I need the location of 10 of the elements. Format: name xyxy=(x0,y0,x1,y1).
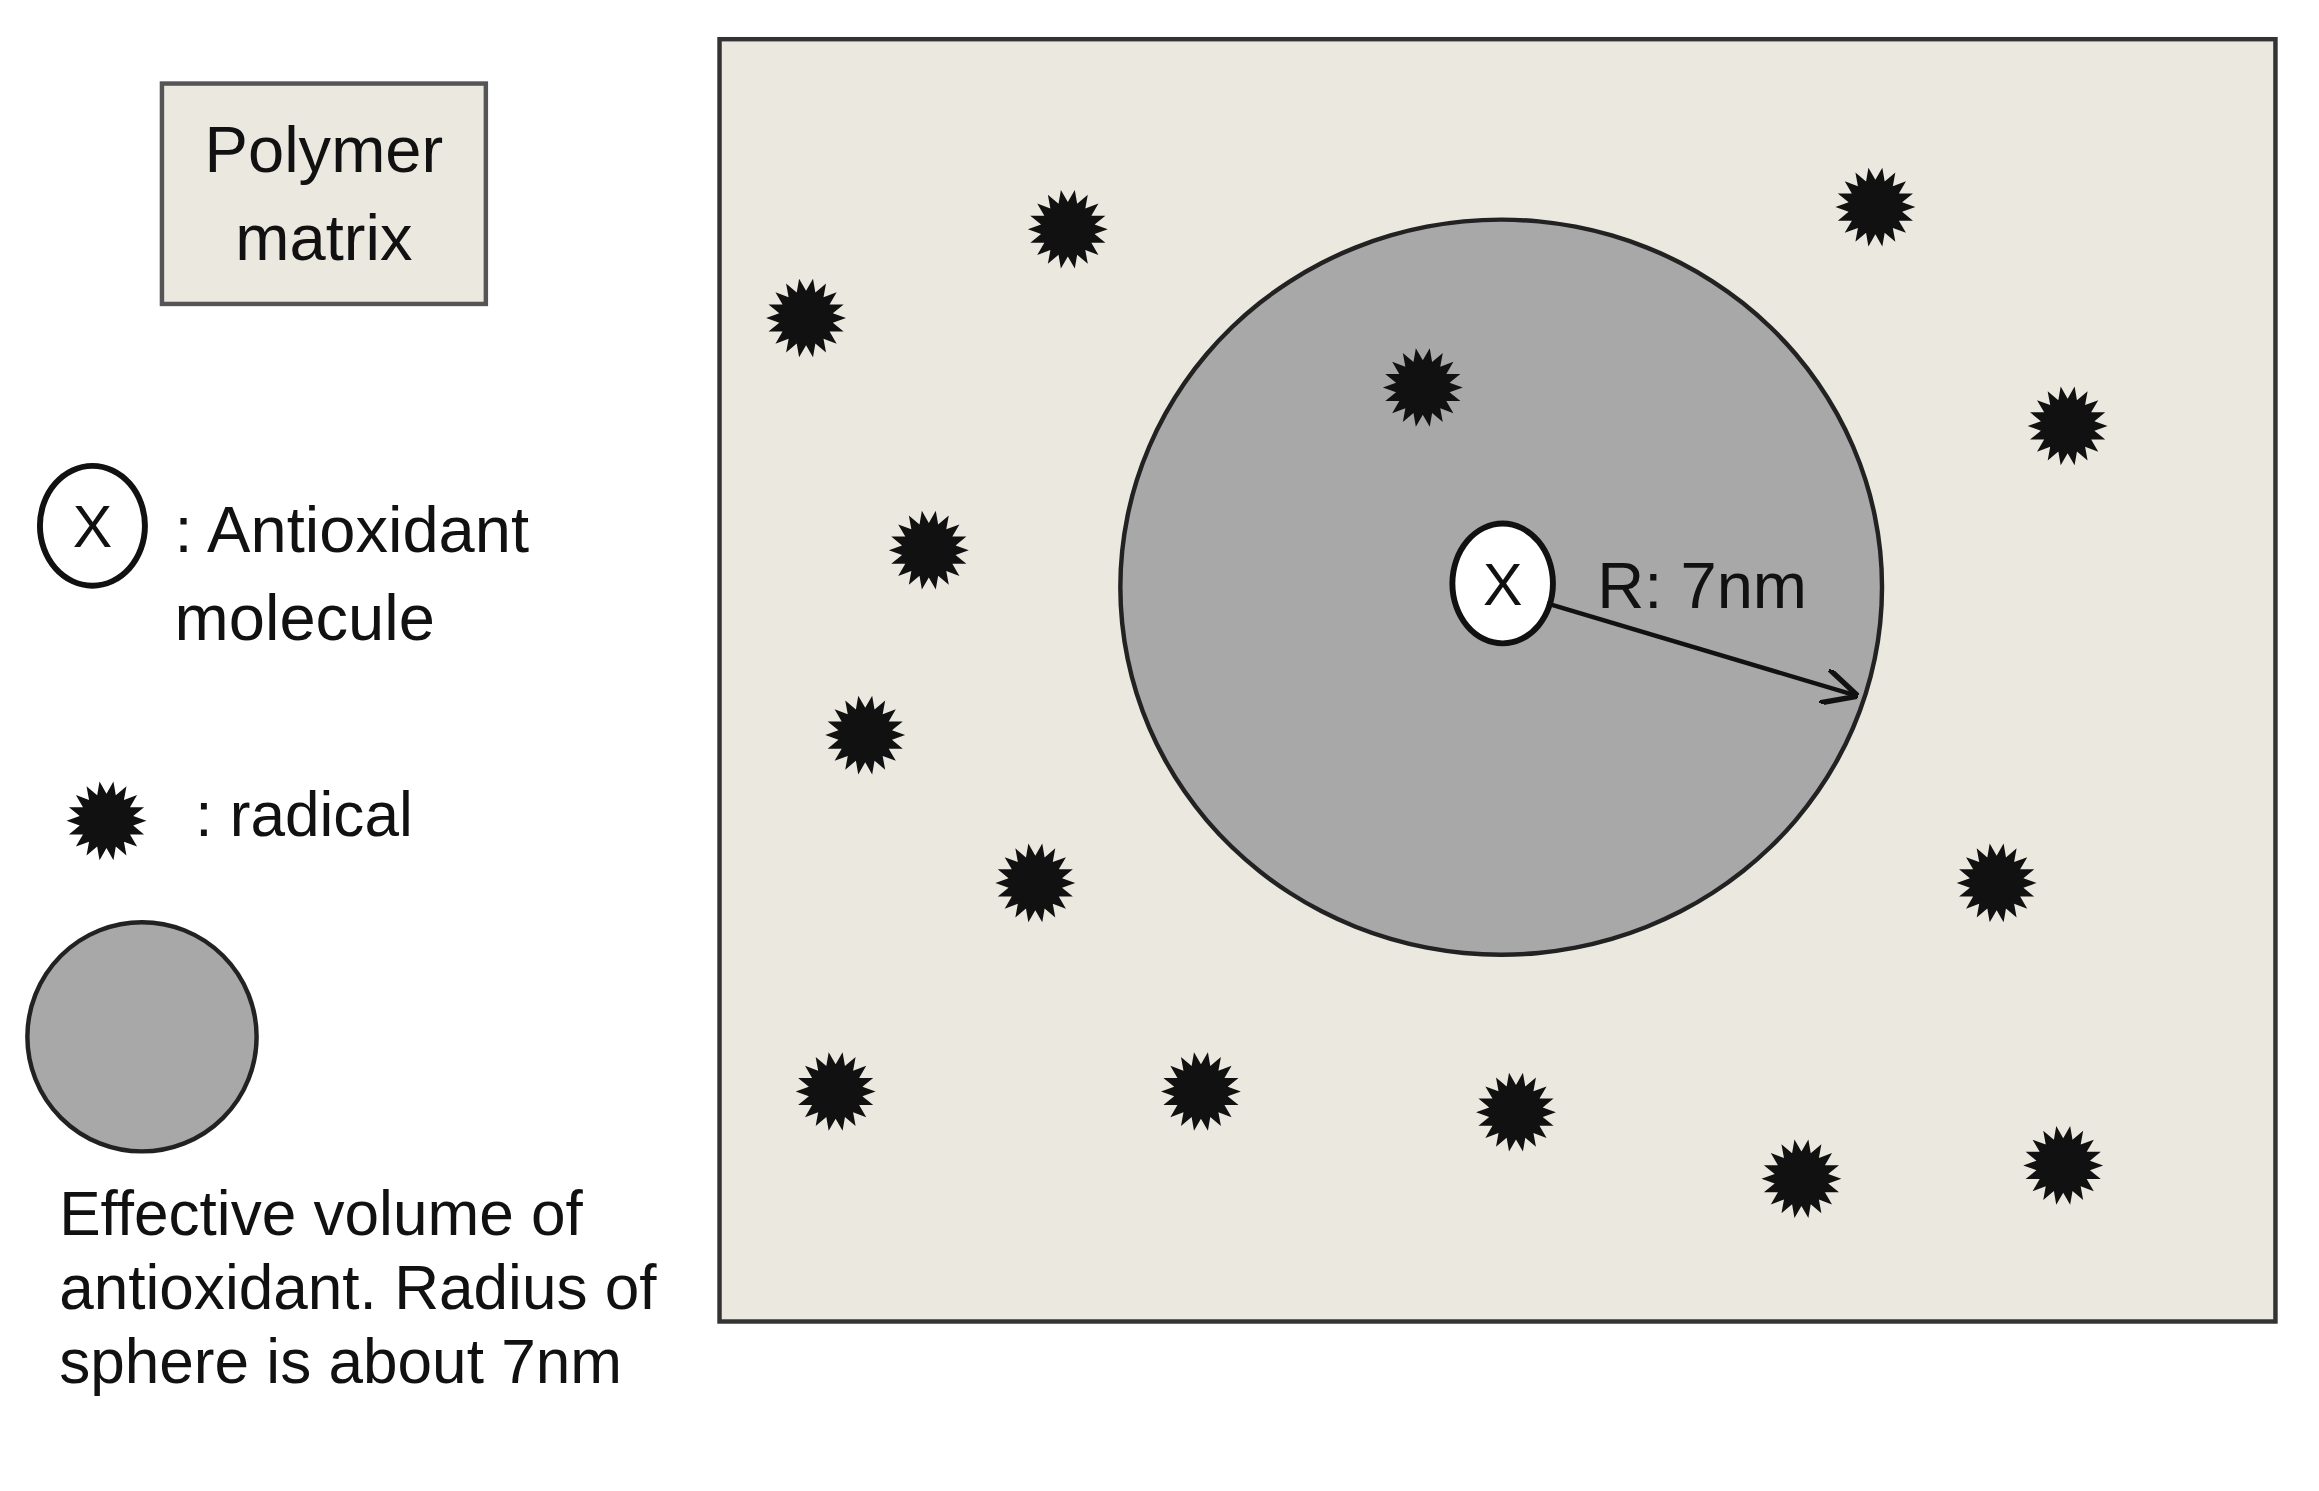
node-label: X xyxy=(1482,550,1523,616)
legend-text: : radical xyxy=(195,778,414,851)
node-label: X xyxy=(72,493,113,559)
polymer-matrix-panel xyxy=(717,36,2278,1324)
edge-label: R: 7nm xyxy=(1597,547,1808,624)
legend-box xyxy=(159,81,489,307)
arrow xyxy=(1546,601,1861,706)
legend-text: : Antioxidant molecule xyxy=(174,491,531,656)
node-label: Polymer matrix xyxy=(203,111,445,276)
legend-text: Effective volume of antioxidant. Radius of sphere is about 7nm xyxy=(59,1177,658,1399)
